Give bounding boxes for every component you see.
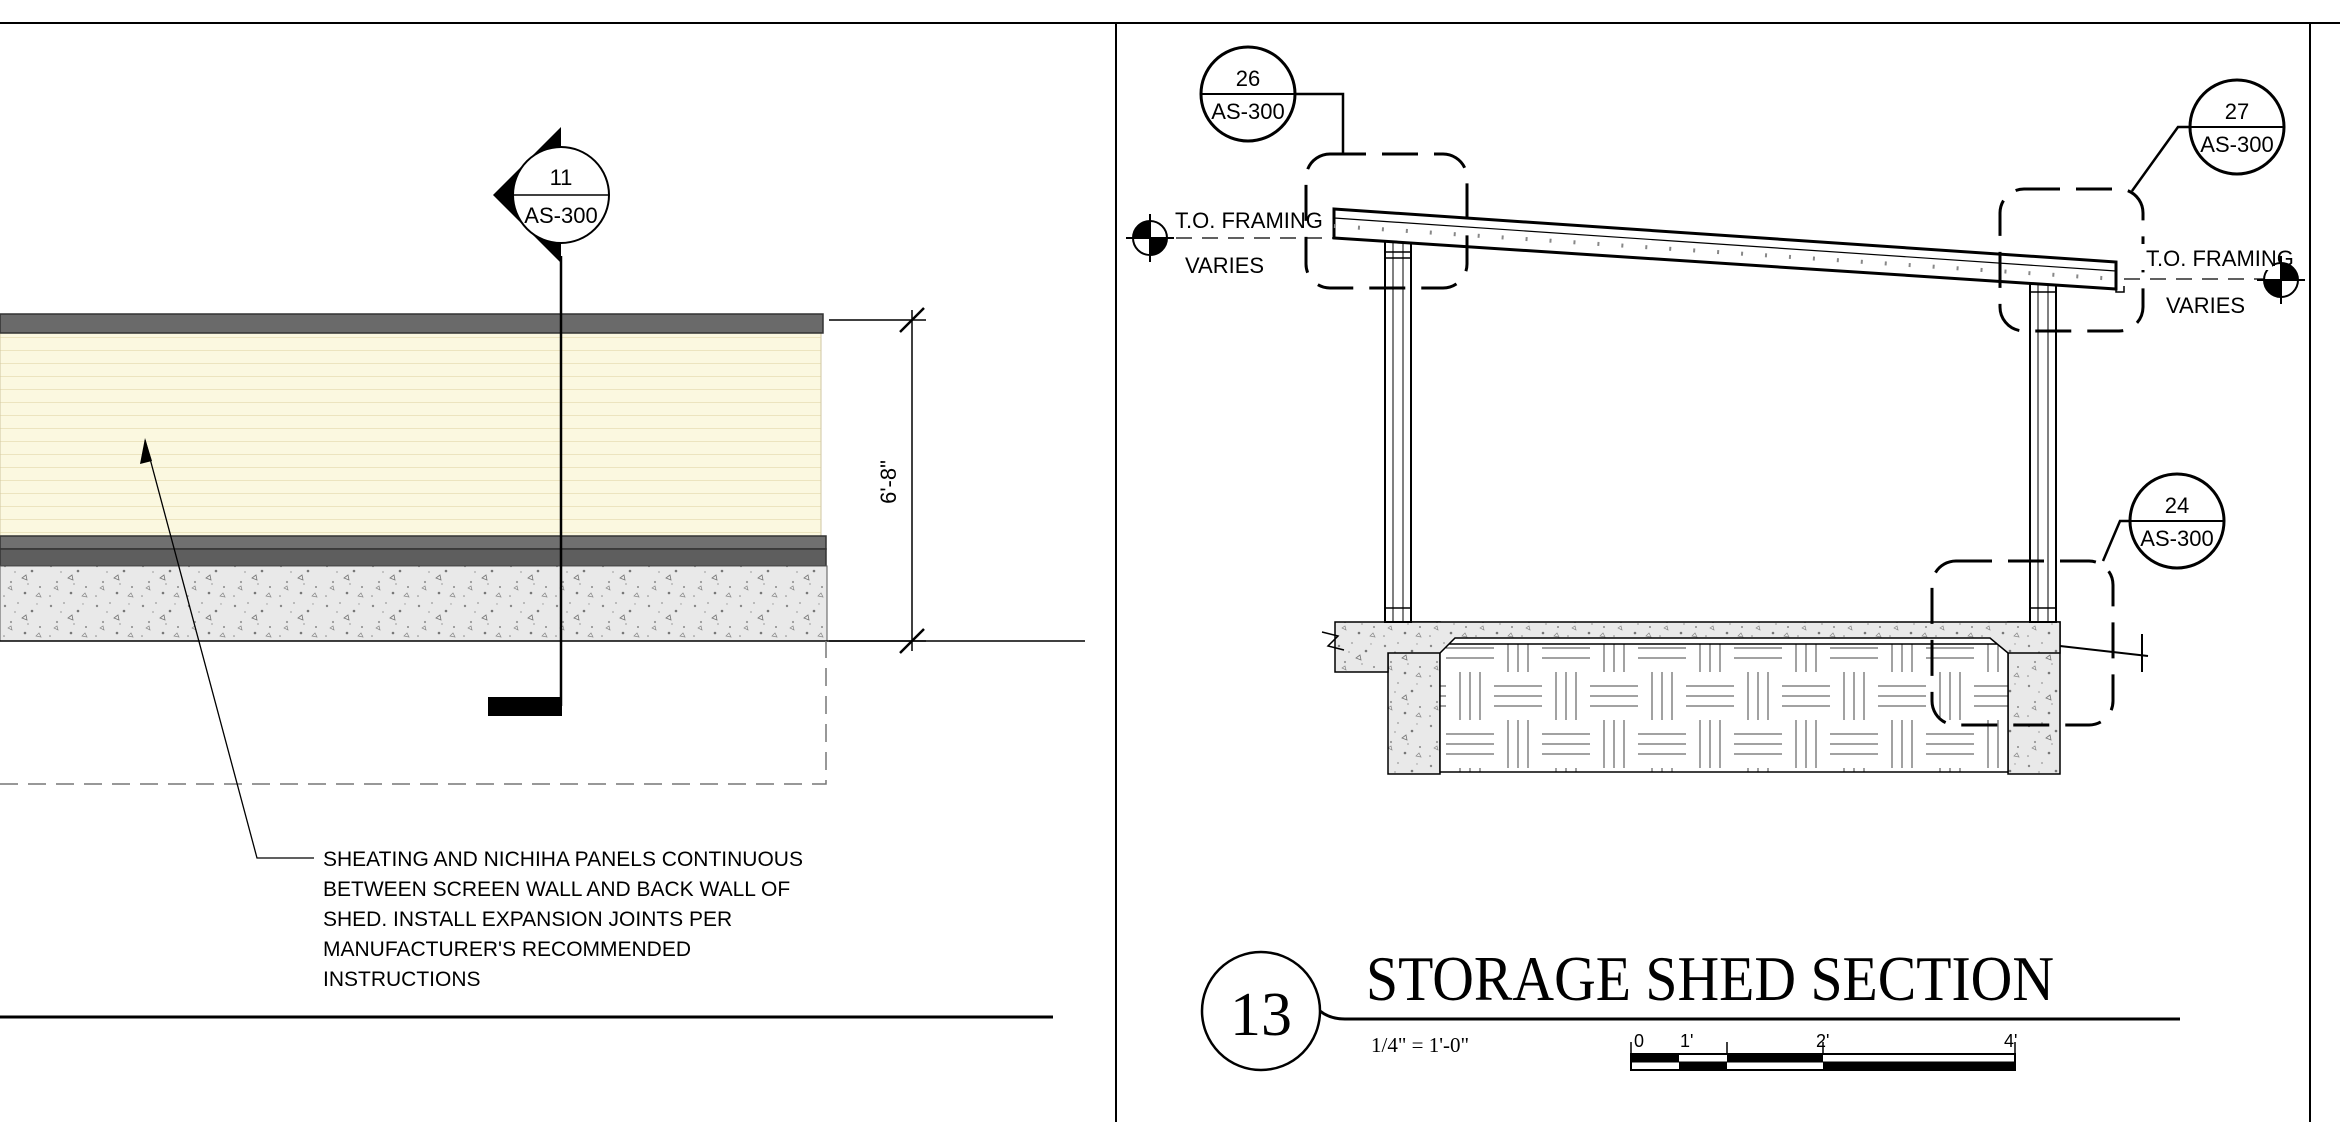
detail-bubble-footing-right	[1930, 559, 2115, 727]
callout-27-number: 27	[2225, 99, 2249, 124]
slab-break-right	[2059, 634, 2149, 672]
bottom-cap	[0, 535, 827, 550]
section-marker-11[interactable]: 11 AS-300	[493, 127, 610, 263]
elevation-marker-left: T.O. FRAMING VARIES	[1126, 208, 1334, 278]
right-section: 26 AS-300 27 AS-300 24 AS-300 T.	[1126, 45, 2305, 775]
elevation-marker-right: T.O. FRAMING VARIES	[2124, 244, 2305, 318]
title-block: 13 STORAGE SHED SECTION 1/4" = 1'-0" 0 1…	[1200, 943, 2180, 1072]
graphic-scale-bar: 0 1' 2' 4'	[1630, 1031, 2017, 1071]
title-underline	[1319, 1009, 2180, 1021]
callout-26-sheet: AS-300	[1211, 99, 1284, 124]
siding-wall	[0, 330, 822, 537]
bottom-cap-lower	[0, 548, 827, 567]
concrete-band	[0, 565, 828, 642]
height-dimension-text: 6'-8"	[876, 460, 901, 504]
section-cut-tail	[488, 697, 562, 716]
note-line-1: SHEATING AND NICHIHA PANELS CONTINUOUS	[323, 848, 803, 871]
callout-27-sheet: AS-300	[2200, 132, 2273, 157]
title-number: 13	[1230, 981, 1292, 1049]
note-line-3: SHED. INSTALL EXPANSION JOINTS PER	[323, 908, 732, 931]
elevation-left-sublabel: VARIES	[1185, 253, 1264, 278]
elevation-right-sublabel: VARIES	[2166, 293, 2245, 318]
callout-26-number: 26	[1236, 66, 1260, 91]
note-leader	[140, 438, 314, 859]
paver-field	[1439, 643, 2009, 773]
note-line-5: INSTRUCTIONS	[323, 968, 481, 991]
section-marker-sheet: AS-300	[524, 203, 597, 228]
scale-label-2: 2'	[1816, 1031, 1829, 1051]
callout-24[interactable]: 24 AS-300	[2101, 472, 2226, 570]
roof	[1332, 207, 2125, 293]
slab-break-left	[1321, 631, 1345, 651]
scale-label-0: 0	[1634, 1031, 1644, 1051]
sheet-frame	[0, 22, 2340, 1122]
floor-slab	[1334, 621, 2061, 673]
left-elevation: 11 AS-300 6'-8" SHEATING AND NICHIHA PAN…	[0, 127, 1085, 991]
note-text: SHEATING AND NICHIHA PANELS CONTINUOUS B…	[323, 848, 803, 991]
detail-bubble-roof-left	[1304, 152, 1469, 290]
drawing-title: STORAGE SHED SECTION	[1366, 943, 2054, 1014]
callout-24-sheet: AS-300	[2140, 526, 2213, 551]
callout-26[interactable]: 26 AS-300	[1199, 45, 1345, 154]
scale-label-4: 4'	[2004, 1031, 2017, 1051]
elevation-left-label: T.O. FRAMING	[1175, 208, 1323, 233]
footing-outline-dashed	[0, 641, 827, 785]
callout-24-number: 24	[2165, 493, 2189, 518]
post-left	[1384, 239, 1412, 623]
top-cap	[0, 313, 824, 334]
callout-27[interactable]: 27 AS-300	[2130, 78, 2286, 192]
drawing-scale: 1/4" = 1'-0"	[1371, 1033, 1469, 1057]
note-line-2: BETWEEN SCREEN WALL AND BACK WALL OF	[323, 878, 790, 901]
post-right	[2029, 277, 2057, 623]
section-marker-number: 11	[550, 165, 573, 190]
elevation-right-label: T.O. FRAMING	[2146, 246, 2294, 271]
height-dimension	[829, 307, 926, 654]
note-line-4: MANUFACTURER'S RECOMMENDED	[323, 938, 691, 961]
scale-label-1: 1'	[1680, 1031, 1693, 1051]
